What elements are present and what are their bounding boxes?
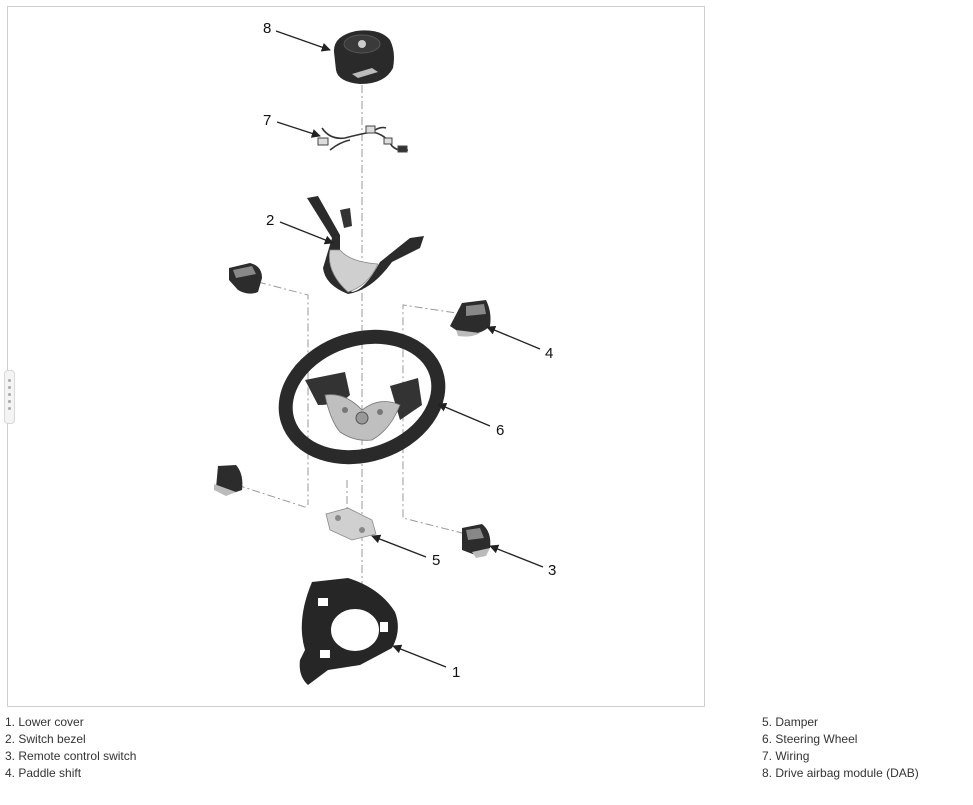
handle-dot (8, 393, 11, 396)
leader-8 (275, 30, 331, 52)
paddle-shift-left-part (229, 263, 262, 294)
lower-cover-part (299, 578, 398, 685)
callout-6: 6 (496, 422, 504, 439)
steering-wheel-part (278, 329, 446, 465)
leader-6 (437, 403, 491, 427)
legend-label: Remote control switch (18, 749, 137, 763)
damper-part (325, 507, 377, 541)
handle-dot (8, 400, 11, 403)
legend-item: 8. Drive airbag module (DAB) (762, 765, 919, 782)
remote-control-switch-part (462, 524, 491, 558)
legend-left: 1. Lower cover 2. Switch bezel 3. Remote… (5, 714, 136, 782)
paddle-shift-right-part (450, 300, 491, 337)
handle-dot (8, 379, 11, 382)
legend-label: Wiring (775, 749, 810, 763)
airbag-module-part (333, 30, 394, 84)
legend-label: Paddle shift (18, 766, 82, 780)
legend-number: 8. (762, 766, 773, 780)
legend-label: Switch bezel (18, 732, 86, 746)
legend-number: 1. (5, 715, 16, 729)
legend-label: Steering Wheel (775, 732, 858, 746)
remote-switch-left-part (214, 465, 243, 496)
switch-bezel-part (307, 196, 424, 294)
legend-item: 6. Steering Wheel (762, 731, 919, 748)
legend-item: 2. Switch bezel (5, 731, 136, 748)
guide-paddle-left (257, 281, 309, 505)
callout-5: 5 (432, 552, 440, 569)
legend-item: 1. Lower cover (5, 714, 136, 731)
wiring-part (317, 125, 409, 153)
leader-lines (275, 30, 544, 668)
legend-item: 7. Wiring (762, 748, 919, 765)
guide-right-switches (402, 304, 471, 534)
callout-2: 2 (266, 212, 274, 229)
legend-number: 6. (762, 732, 773, 746)
leader-1 (392, 644, 447, 668)
legend-number: 2. (5, 732, 16, 746)
legend-label: Lower cover (18, 715, 84, 729)
leader-7 (276, 121, 321, 138)
handle-dot (8, 386, 11, 389)
callout-3: 3 (548, 562, 556, 579)
leader-2 (279, 221, 334, 245)
callout-7: 7 (263, 112, 271, 129)
legend-item: 5. Damper (762, 714, 919, 731)
legend-item: 3. Remote control switch (5, 748, 136, 765)
callout-8: 8 (263, 20, 271, 37)
guide-switch-left (236, 484, 309, 509)
leader-5 (371, 534, 427, 558)
legend-number: 4. (5, 766, 16, 780)
resize-handle[interactable] (4, 370, 15, 424)
legend-number: 7. (762, 749, 773, 763)
legend-number: 3. (5, 749, 16, 763)
callout-1: 1 (452, 664, 460, 681)
legend-item: 4. Paddle shift (5, 765, 136, 782)
leader-3 (489, 544, 544, 568)
legend-label: Damper (775, 715, 819, 729)
legend-right: 5. Damper 6. Steering Wheel 7. Wiring 8.… (762, 714, 919, 782)
legend-label: Drive airbag module (DAB) (775, 766, 919, 780)
handle-dot (8, 407, 11, 410)
callout-4: 4 (545, 345, 553, 362)
leader-4 (486, 325, 541, 350)
legend-number: 5. (762, 715, 773, 729)
